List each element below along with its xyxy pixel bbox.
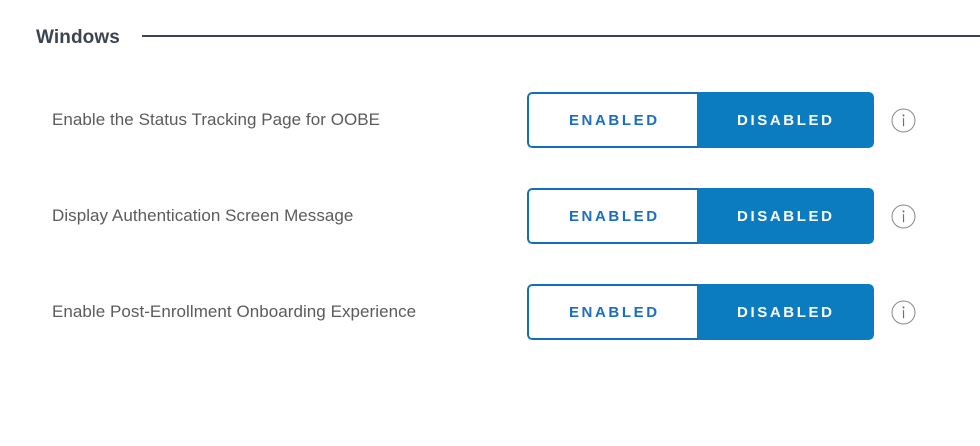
toggle-option-enabled[interactable]: ENABLED [527,92,697,148]
toggle-option-disabled[interactable]: DISABLED [697,188,874,244]
setting-toggle[interactable]: ENABLED DISABLED [527,188,874,244]
info-icon[interactable] [891,108,916,133]
setting-label: Enable Post-Enrollment Onboarding Experi… [52,302,417,321]
setting-label: Enable the Status Tracking Page for OOBE [52,110,381,129]
toggle-option-disabled[interactable]: DISABLED [697,92,874,148]
toggle-option-enabled[interactable]: ENABLED [527,188,697,244]
section-header: Windows [0,0,980,72]
settings-list: Enable the Status Tracking Page for OOBE… [0,72,980,360]
section-title: Windows [36,26,120,48]
setting-label: Display Authentication Screen Message [52,206,354,225]
setting-toggle[interactable]: ENABLED DISABLED [527,92,874,148]
info-icon[interactable] [891,300,916,325]
setting-row: Enable the Status Tracking Page for OOBE… [0,72,980,168]
section-divider [141,35,980,37]
toggle-option-enabled[interactable]: ENABLED [527,284,697,340]
setting-toggle[interactable]: ENABLED DISABLED [527,284,874,340]
info-icon[interactable] [891,204,916,229]
setting-row: Display Authentication Screen Message EN… [0,168,980,264]
setting-row: Enable Post-Enrollment Onboarding Experi… [0,264,980,360]
toggle-option-disabled[interactable]: DISABLED [697,284,874,340]
